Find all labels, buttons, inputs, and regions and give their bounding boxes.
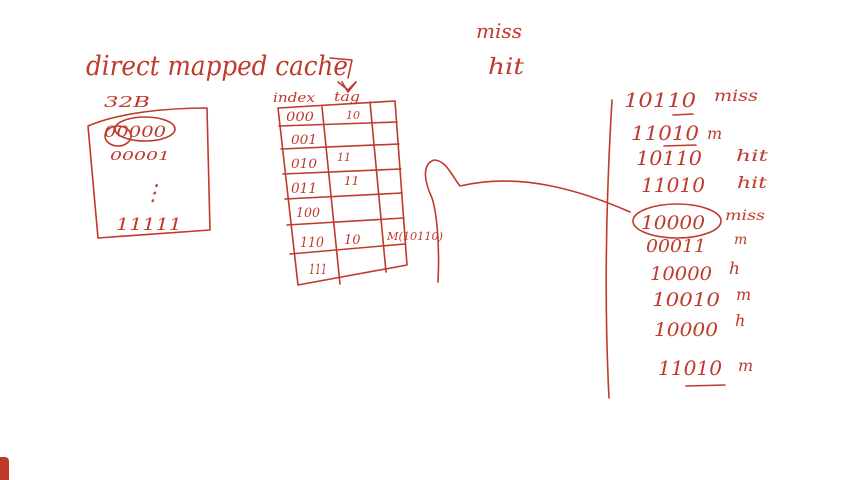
status-word-miss: miss — [476, 19, 522, 43]
cache-row-index: 000 — [286, 110, 314, 125]
access-list-item: 11010 hit — [641, 173, 768, 197]
cache-row: 110 10 M(10110) — [300, 230, 443, 251]
access-result: m — [738, 356, 753, 375]
access-address: 10010 — [652, 289, 720, 311]
access-list-item: 10010 m — [652, 285, 751, 311]
access-result: miss — [725, 208, 765, 224]
cache-row-index: 100 — [296, 206, 320, 221]
cache-row: 001 — [291, 133, 317, 148]
access-address: 10000 — [641, 212, 705, 234]
access-result: miss — [714, 86, 758, 105]
cache-table-col1 — [321, 106, 341, 285]
cache-table-outline — [277, 100, 408, 286]
highlight-ellipse — [632, 203, 722, 239]
cache-row: 100 — [296, 206, 320, 221]
access-address: 10110 — [624, 88, 696, 112]
cache-row-tag: 10 — [346, 109, 360, 122]
block-highlight-ellipse — [114, 116, 176, 142]
cache-row-index: 011 — [291, 181, 317, 197]
access-address: 10110 — [636, 146, 702, 170]
cache-row: 010 11 — [291, 151, 351, 172]
access-list-item: 00011 m — [646, 232, 747, 257]
block-first: 00000 — [104, 122, 166, 141]
cache-row-index: 010 — [291, 157, 317, 172]
cache-row-index: 111 — [309, 262, 327, 278]
cache-row-tag: 10 — [344, 233, 361, 248]
memory-size-label: 32B — [104, 93, 150, 111]
cache-row: 011 11 — [291, 174, 359, 197]
cache-table-col2 — [369, 101, 387, 273]
underline-mark — [672, 113, 694, 116]
block-ellipsis: ⋮ — [142, 181, 164, 206]
tag-arrow — [341, 81, 357, 93]
access-address: 11010 — [631, 121, 699, 145]
cache-row-tag: 11 — [344, 174, 359, 188]
access-result: m — [707, 124, 722, 143]
access-result: hit — [737, 173, 768, 192]
access-list-item: 10110 hit — [636, 146, 769, 170]
cache-row-index: 110 — [300, 235, 324, 251]
cache-row-data: M(10110) — [386, 230, 443, 243]
access-list-item: 10000 h — [650, 259, 740, 285]
cache-row: 111 — [309, 262, 327, 278]
access-address: 00011 — [646, 236, 706, 257]
cache-row: 000 10 — [286, 109, 360, 125]
cache-row-tag: 11 — [337, 151, 351, 164]
access-result: h — [735, 311, 745, 330]
divider-line — [605, 99, 613, 399]
access-list-item: 11010 m — [631, 121, 722, 145]
block-small-circle — [104, 125, 132, 147]
tag-header: tag — [334, 90, 360, 105]
cache-table-row-lines — [278, 121, 406, 255]
access-list-item: 10110 miss — [624, 86, 758, 112]
access-address: 10000 — [650, 263, 712, 285]
connector-curve — [424, 159, 631, 283]
access-result: hit — [736, 146, 769, 165]
access-address: 11010 — [641, 173, 705, 197]
access-address: 11010 — [658, 356, 722, 380]
access-list-item: 10000 miss — [641, 208, 765, 234]
access-result: m — [734, 232, 747, 248]
underline-mark — [663, 144, 697, 147]
block-last: 11111 — [116, 215, 182, 235]
title-text: direct mapped cache — [86, 51, 348, 82]
access-list-item: 11010 m — [658, 356, 753, 380]
cache-row-index: 001 — [291, 133, 317, 148]
access-address: 10000 — [654, 319, 718, 341]
index-header: index — [273, 91, 316, 106]
block-second: 00001 — [110, 149, 170, 163]
status-word-hit: hit — [488, 55, 524, 80]
memory-box — [87, 107, 211, 239]
access-result: h — [729, 259, 740, 279]
access-list-item: 10000 h — [654, 311, 745, 341]
underline-mark — [685, 384, 726, 387]
side-panel-tab[interactable] — [0, 457, 9, 480]
access-result: m — [736, 285, 751, 304]
